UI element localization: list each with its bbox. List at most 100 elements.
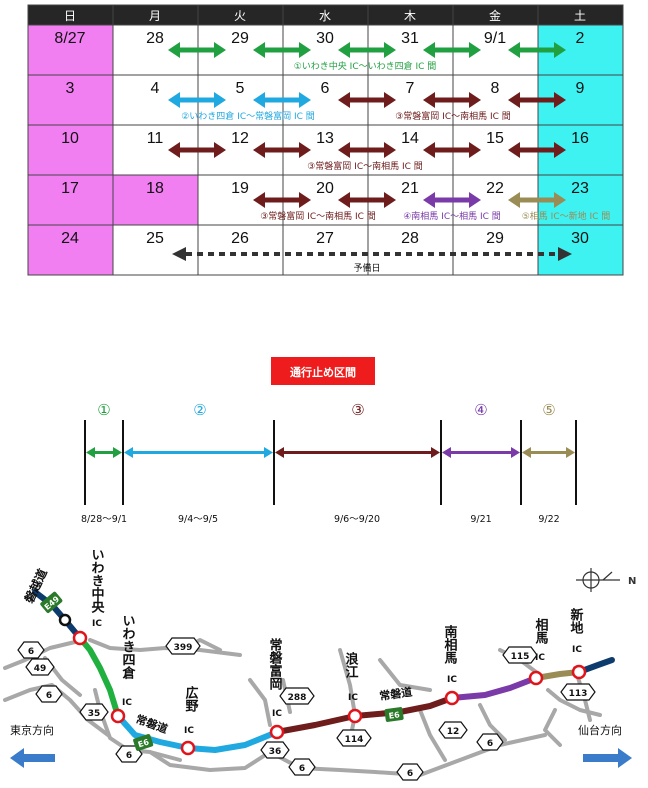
date-cell: 30: [316, 30, 334, 47]
date-cell: 8/27: [54, 30, 85, 47]
route-number: 6: [46, 691, 52, 701]
weekday-tue: 火: [234, 9, 246, 23]
date-cell: 28: [401, 230, 419, 247]
route-shield-icon: [438, 721, 468, 739]
ic-marker-hirono: [180, 740, 196, 756]
closure-title: 通行止め区間: [290, 365, 356, 379]
route-number: 288: [288, 693, 307, 703]
date-cell: 29: [486, 230, 504, 247]
closure-arrow: [253, 192, 311, 208]
weekday-wed: 水: [319, 9, 331, 23]
route-shield-icon: [17, 641, 45, 659]
closure-arrow: [253, 42, 311, 58]
weekday-sat: 土: [574, 9, 586, 23]
ic-name-iwaki-chuo: いわき中央: [89, 548, 105, 614]
timeline-arrow-4: [442, 447, 520, 458]
closure-arrow: [338, 192, 396, 208]
ic-suffix: IC: [447, 675, 457, 685]
ic-marker-iwaki-yotsukura: [110, 708, 126, 724]
section-note-3: ③常磐富岡 IC～南相馬 IC 間: [260, 210, 376, 222]
date-cell: 25: [146, 230, 164, 247]
section-number-1: ①: [97, 401, 110, 419]
route-shield-icon: [396, 763, 424, 781]
date-cell: 18: [146, 180, 164, 197]
ic-marker-minami-soma: [444, 690, 460, 706]
joban-badge: [384, 707, 404, 722]
date-cell: 28: [146, 30, 164, 47]
closure-arrow: [423, 192, 481, 208]
date-cell: 11: [147, 130, 164, 147]
joban-code: E6: [388, 710, 401, 721]
date-cell: 27: [316, 230, 334, 247]
closure-arrow: [253, 142, 311, 158]
closure-arrows: [168, 42, 572, 261]
date-cell: 16: [571, 130, 589, 147]
closure-arrow: [168, 42, 226, 58]
joban-label: 常磐道: [378, 685, 413, 703]
sunday-cell: [28, 175, 113, 225]
ic-name-iwaki-yotsukura: いわき四倉: [120, 614, 137, 680]
date-cell: 29: [231, 30, 249, 47]
ic-suffix: IC: [572, 645, 582, 655]
timeline-arrows: [86, 447, 575, 458]
route-number: 115: [511, 652, 530, 662]
date-cell: 13: [316, 130, 334, 147]
ic-marker-shinchi: [571, 664, 587, 680]
section-note-4: ④南相馬 IC～相馬 IC 間: [403, 210, 501, 222]
route-shield-icon: [476, 733, 504, 751]
date-cell: 23: [571, 180, 589, 197]
closure-arrow: [508, 92, 566, 108]
timeline-arrow-2: [124, 447, 273, 458]
ic-marker-soma: [528, 670, 544, 686]
route-number: 6: [487, 739, 493, 749]
date-cell: 14: [401, 130, 419, 147]
date-cell: 12: [231, 130, 249, 147]
timeline-arrow-5: [522, 447, 575, 458]
weekday-thu: 木: [404, 9, 416, 23]
section-note-2: ②いわき四倉 IC～常磐富岡 IC 間: [181, 110, 315, 122]
expressway-badges: E49 E6 E6: [40, 591, 404, 751]
date-cell: 30: [571, 230, 589, 247]
north-arrow-icon: [576, 568, 620, 592]
joban-badge: [133, 734, 154, 751]
banetsu-badge: [40, 591, 63, 613]
ic-marker-joban-tomioka: [269, 724, 285, 740]
route-number: 114: [345, 735, 364, 745]
closure-arrow: [423, 42, 481, 58]
route-number: 6: [28, 647, 34, 657]
weekday-sun: 日: [64, 9, 76, 23]
section-note-3: ③常磐富岡 IC～南相馬 IC 間: [395, 110, 511, 122]
closure-arrow: [423, 92, 481, 108]
closure-arrow: [168, 142, 226, 158]
closure-arrow: [338, 92, 396, 108]
sendai-direction-label: 仙台方向: [578, 723, 622, 737]
date-cell: 5: [236, 80, 245, 97]
closure-arrow: [508, 42, 566, 58]
route-shield-icon: [35, 685, 63, 703]
ic-suffix: IC: [272, 709, 282, 719]
date-cell: 3: [66, 80, 75, 97]
date-cell: 21: [401, 180, 419, 197]
date-cell: 24: [61, 230, 79, 247]
section-note-1: ①いわき中央 IC～いわき四倉 IC 間: [294, 60, 437, 72]
route-number: 49: [34, 664, 47, 674]
section-number-2: ②: [193, 401, 206, 419]
holiday-cell: [113, 175, 198, 225]
route-number: 399: [174, 643, 193, 653]
saturday-cell: [538, 225, 623, 275]
section-date-1: 8/28～9/1: [81, 514, 127, 525]
route-number: 35: [88, 709, 101, 719]
ic-suffix: IC: [122, 698, 132, 708]
sunday-cell: [28, 25, 113, 75]
closure-arrow: [338, 142, 396, 158]
sunday-cell: [28, 125, 113, 175]
closure-arrow: [338, 42, 396, 58]
date-cell: 26: [231, 230, 249, 247]
date-cell: 8: [491, 80, 500, 97]
section-4-road: [449, 675, 539, 701]
section-note-5: ⑤相馬 IC～新地 IC 間: [522, 210, 611, 222]
route-shield-icon: [79, 703, 109, 721]
route-number: 113: [569, 689, 588, 699]
ic-suffix: IC: [184, 726, 194, 736]
